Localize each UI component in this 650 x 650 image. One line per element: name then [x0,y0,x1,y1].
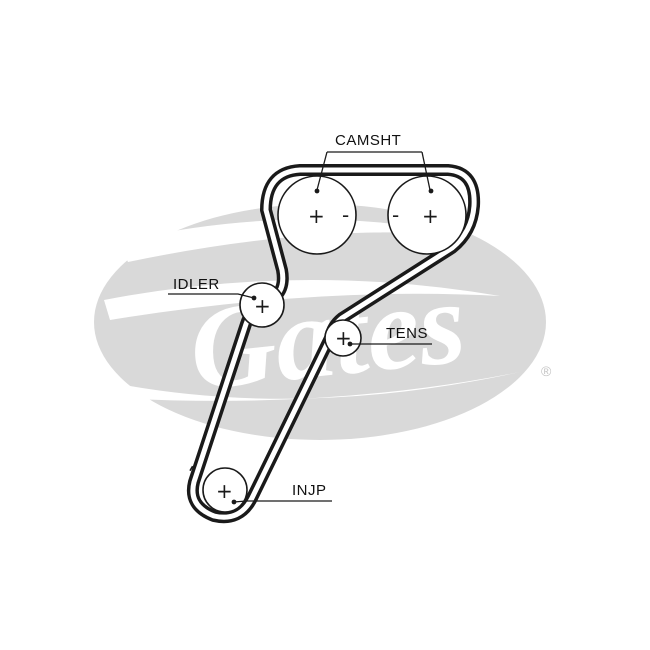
tensioner-label: TENS [386,325,428,342]
plus-mark: + [335,326,352,350]
minus-mark: - [392,203,399,227]
tensioner-pulley: + [324,319,362,357]
idler-callout: IDLER [168,276,257,301]
idler-pulley: + [239,282,285,328]
idler-leader [168,293,255,299]
camshaft-callout: CAMSHT [314,132,434,194]
camshaft-leader-right [421,151,431,191]
injection-pump-pulley: + [202,467,248,513]
injection-pump-leader [233,500,332,503]
camshaft-pulley-left: + - [277,175,357,255]
plus-mark: + [422,204,439,228]
camshaft-label: CAMSHT [335,132,401,149]
tensioner-callout: TENS [347,325,432,347]
logo-swooshes [104,219,520,401]
plus-mark: + [216,479,233,503]
plus-mark: + [254,294,271,318]
minus-mark: - [342,203,349,227]
idler-label: IDLER [173,276,220,293]
injection-pump-label: INJP [292,482,327,499]
injection-pump-callout: INJP [231,482,332,505]
plus-mark: + [308,204,325,228]
registered-mark: ® [541,363,552,379]
camshaft-leader-left [316,151,328,191]
camshaft-pulley-right: - + [387,175,467,255]
